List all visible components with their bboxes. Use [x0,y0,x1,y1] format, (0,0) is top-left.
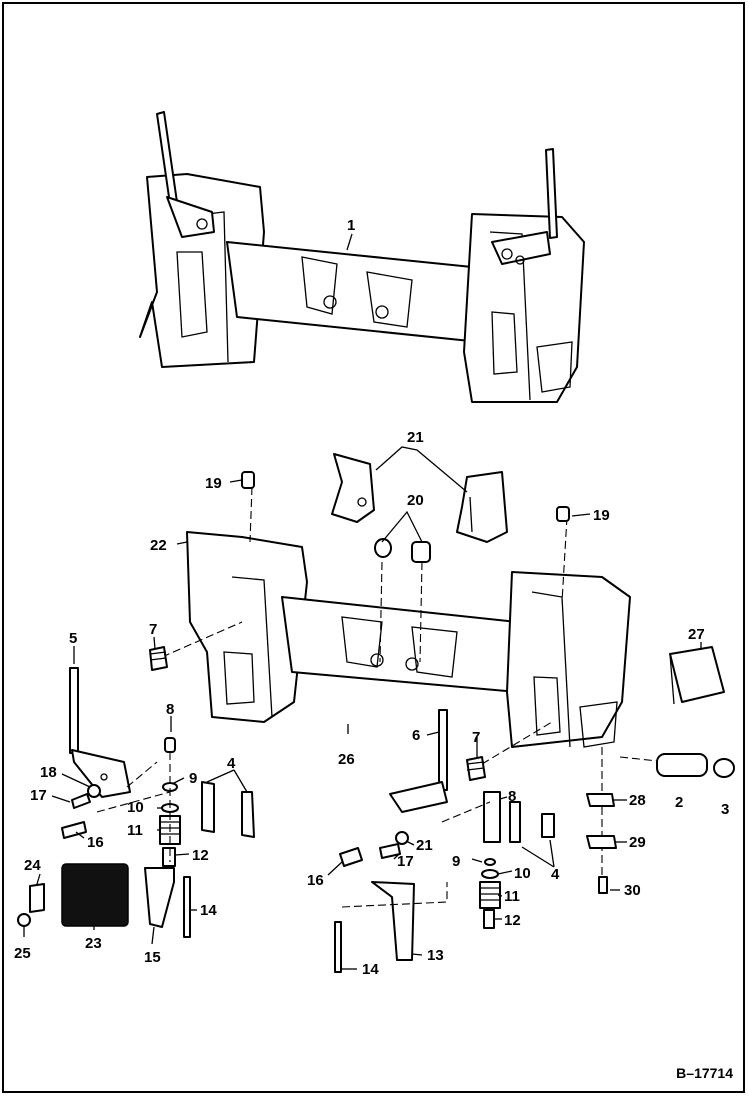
callout: 7 [149,621,157,638]
callout: 17 [30,787,47,804]
callout: 16 [87,834,104,851]
callout: 27 [688,626,705,643]
callout: 12 [192,847,209,864]
callout: 3 [721,801,729,818]
callout: 5 [69,630,77,647]
callout: 1 [347,217,355,234]
right-latch-hardware [334,506,735,973]
callout: 16 [307,872,324,889]
callout: 23 [85,935,102,952]
bushing-pair [374,538,431,563]
callout: 13 [427,947,444,964]
callout: 6 [412,727,420,744]
callout: 11 [127,822,143,839]
callout: 8 [166,701,174,718]
callout: 12 [504,912,521,929]
callout: 7 [472,729,480,746]
attachment-mounting-frame-assembly [139,111,585,403]
callout: 9 [189,770,197,787]
callout: 4 [227,755,236,772]
callout: 29 [629,834,646,851]
cover-plate [17,863,129,927]
callout: 22 [150,537,167,554]
wedge-set [331,453,508,543]
callout: 8 [508,788,516,805]
leader-lines [23,233,702,970]
exploded-parts-drawing: 1 21 19 20 19 22 5 7 27 8 4 26 6 7 18 9 … [14,111,735,978]
callout: 21 [407,429,424,446]
left-latch-hardware [61,471,255,938]
callout: 10 [514,865,531,882]
figure-reference-number: B–17714 [676,1065,733,1081]
callout: 2 [675,794,683,811]
callout: 14 [200,902,217,919]
callout: 26 [338,751,355,768]
callout: 28 [629,792,646,809]
callout: 21 [416,837,433,854]
callout: 18 [40,764,57,781]
callout: 25 [14,945,31,962]
callout: 20 [407,492,424,509]
callout: 15 [144,949,161,966]
callout: 30 [624,882,641,899]
lower-mounting-frame [161,486,668,882]
callout: 24 [24,857,41,874]
callout: 17 [397,853,414,870]
callout: 10 [127,799,144,816]
callout: 19 [593,507,610,524]
callout: 11 [504,888,520,905]
callout: 14 [362,961,379,978]
callout-labels: 1 21 19 20 19 22 5 7 27 8 4 26 6 7 18 9 … [14,217,729,978]
callout: 9 [452,853,460,870]
callout: 19 [205,475,222,492]
callout: 4 [551,866,560,883]
